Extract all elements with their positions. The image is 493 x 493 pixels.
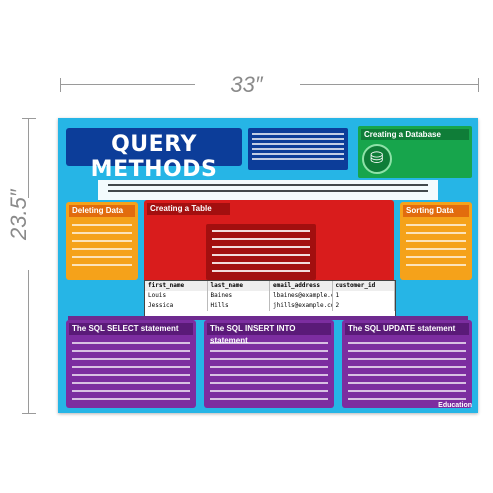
- sorting-data-title: Sorting Data: [403, 205, 469, 217]
- table-header-row: first_name last_name email_address custo…: [145, 281, 395, 291]
- sorting-data-panel: Sorting Data: [400, 202, 472, 280]
- table-row: Jessica Hills jhills@example.com 2: [145, 301, 395, 311]
- width-dimension-line-left: [60, 84, 195, 85]
- deleting-data-panel: Deleting Data: [66, 202, 138, 280]
- update-statement-title: The SQL UPDATE statement: [345, 323, 469, 335]
- intro-text-lines: [252, 133, 344, 163]
- height-dimension-line-bottom: [28, 270, 29, 413]
- create-table-code: [206, 224, 316, 280]
- publisher-logo: Education: [438, 402, 472, 409]
- table-row: Louis Baines lbaines@example.com 1: [145, 291, 395, 301]
- customer-table: first_name last_name email_address custo…: [144, 280, 396, 318]
- insert-statement-title: The SQL INSERT INTO statement: [207, 323, 331, 345]
- table-cell: Baines: [208, 291, 270, 301]
- poster: QUERY METHODS Creating a Database Deleti…: [58, 118, 478, 413]
- table-cell: Jessica: [145, 301, 208, 311]
- width-dimension-label: 33″: [230, 72, 263, 97]
- description-strip: [98, 180, 438, 200]
- width-tick-left: [60, 78, 61, 92]
- height-dimension-line-top: [28, 118, 29, 198]
- table-cell: 2: [333, 301, 395, 311]
- create-database-title: Creating a Database: [361, 129, 469, 140]
- table-header: last_name: [208, 281, 270, 291]
- width-dimension-line-right: [300, 84, 478, 85]
- table-cell: jhills@example.com: [270, 301, 333, 311]
- select-statement-panel: The SQL SELECT statement: [66, 320, 196, 408]
- table-header: customer_id: [333, 281, 395, 291]
- height-tick-top: [22, 118, 36, 119]
- poster-title-box: QUERY METHODS: [66, 128, 242, 182]
- poster-title: QUERY METHODS: [90, 132, 218, 182]
- intro-text-box: [248, 128, 348, 170]
- table-cell: Louis: [145, 291, 208, 301]
- table-header: first_name: [145, 281, 208, 291]
- table-cell: Hills: [208, 301, 270, 311]
- creating-table-title: Creating a Table: [147, 203, 230, 215]
- create-database-panel: Creating a Database: [358, 126, 472, 178]
- width-tick-right: [478, 78, 479, 92]
- deleting-data-title: Deleting Data: [69, 205, 135, 217]
- table-header: email_address: [270, 281, 333, 291]
- select-statement-title: The SQL SELECT statement: [69, 323, 193, 335]
- insert-statement-panel: The SQL INSERT INTO statement: [204, 320, 334, 408]
- height-tick-bottom: [22, 413, 36, 414]
- connector-bar: [68, 316, 468, 320]
- update-statement-panel: The SQL UPDATE statement: [342, 320, 472, 408]
- table-cell: 1: [333, 291, 395, 301]
- table-cell: lbaines@example.com: [270, 291, 333, 301]
- database-icon: [362, 144, 392, 174]
